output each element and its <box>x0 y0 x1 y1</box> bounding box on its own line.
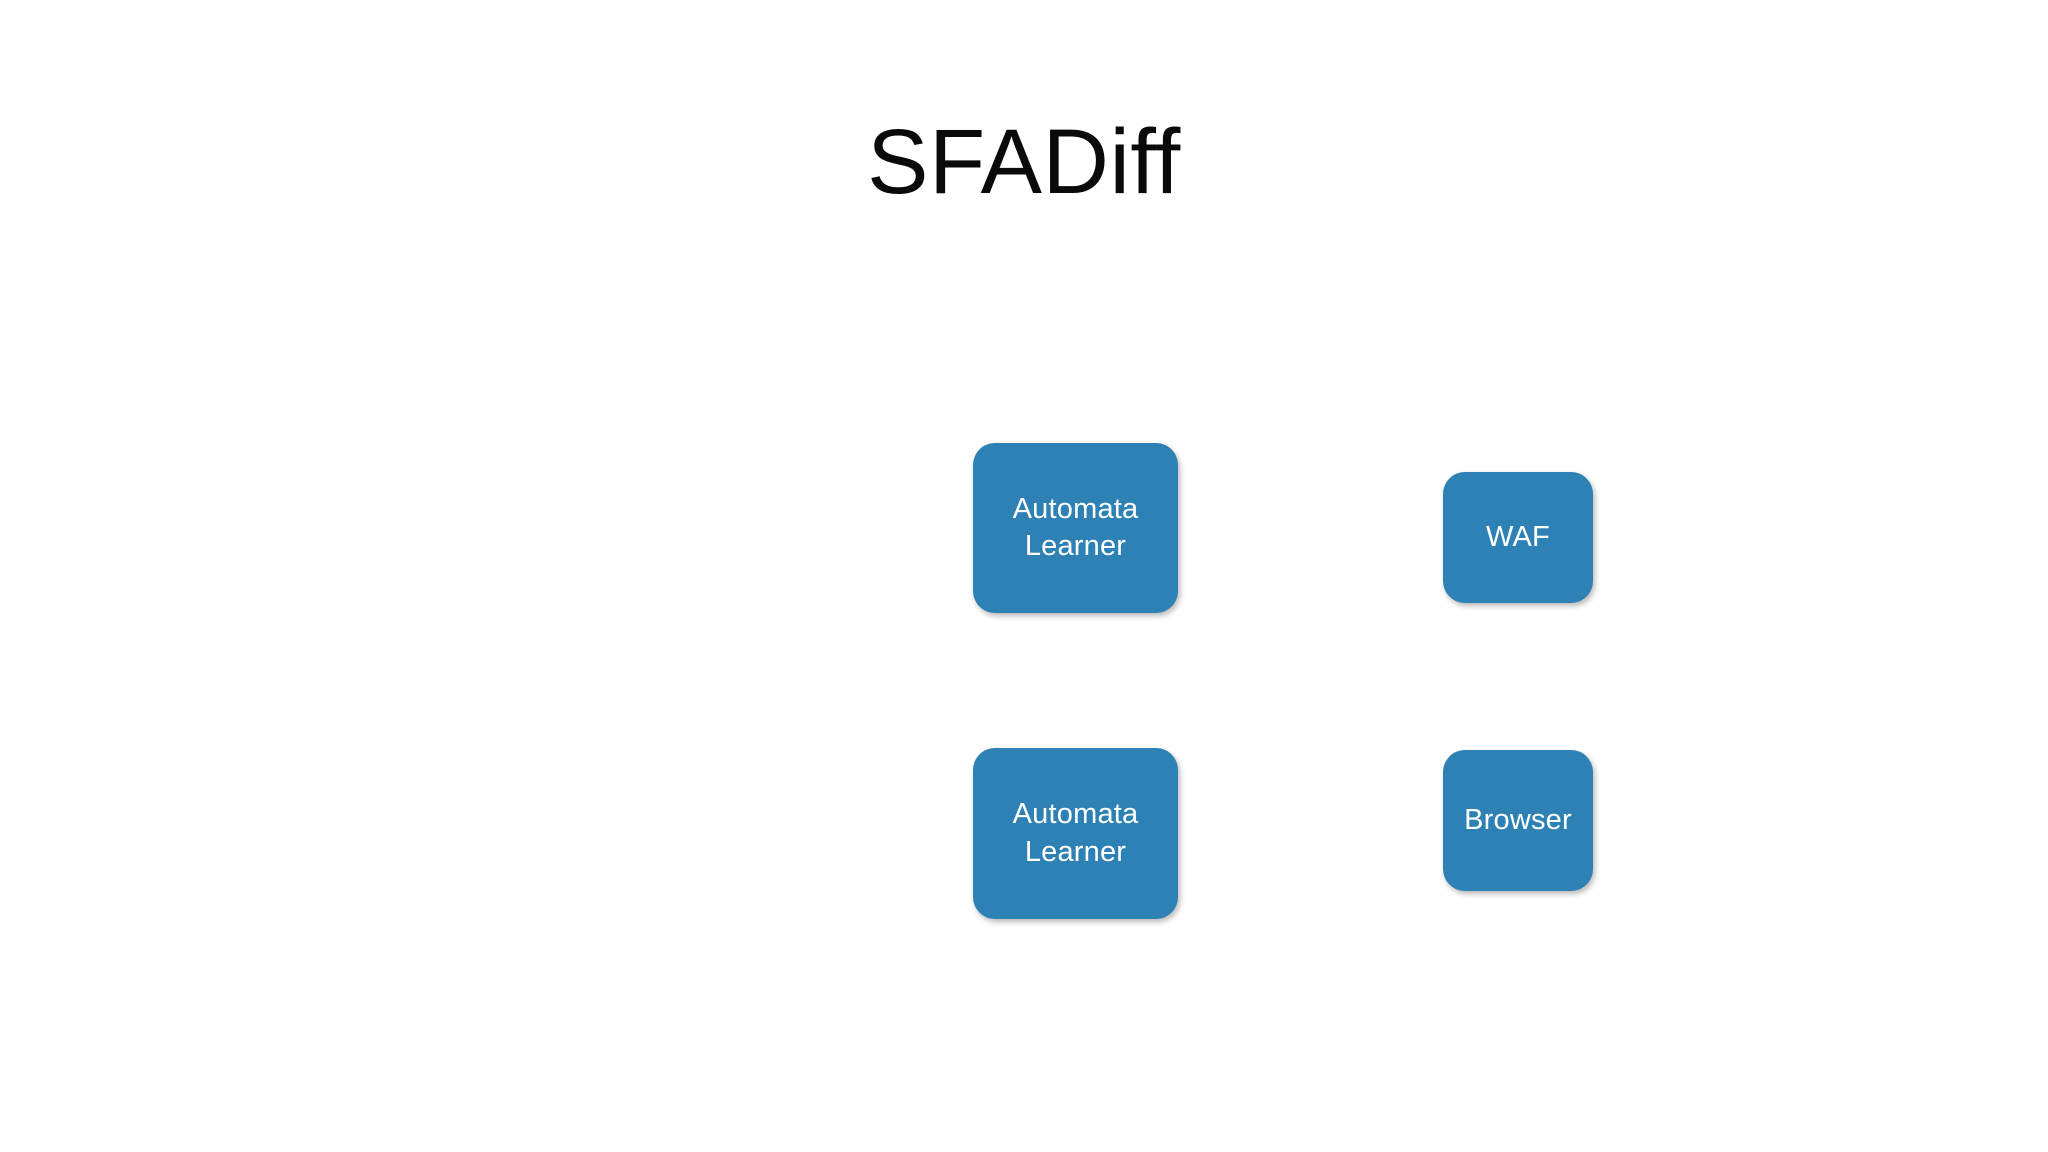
diagram-node-automata-learner-bottom[interactable]: Automata Learner <box>973 748 1178 919</box>
diagram-node-label: Browser <box>1464 803 1572 836</box>
page-title: SFADiff <box>867 111 1181 213</box>
diagram-node-label: Automata Learner <box>1012 798 1139 868</box>
diagram-node-label: WAF <box>1486 520 1550 553</box>
diagram-node-waf[interactable]: WAF <box>1443 472 1593 603</box>
diagram-node-browser[interactable]: Browser <box>1443 750 1593 891</box>
diagram-node-label: Automata Learner <box>1012 492 1139 562</box>
diagram-node-automata-learner-top[interactable]: Automata Learner <box>973 443 1178 613</box>
